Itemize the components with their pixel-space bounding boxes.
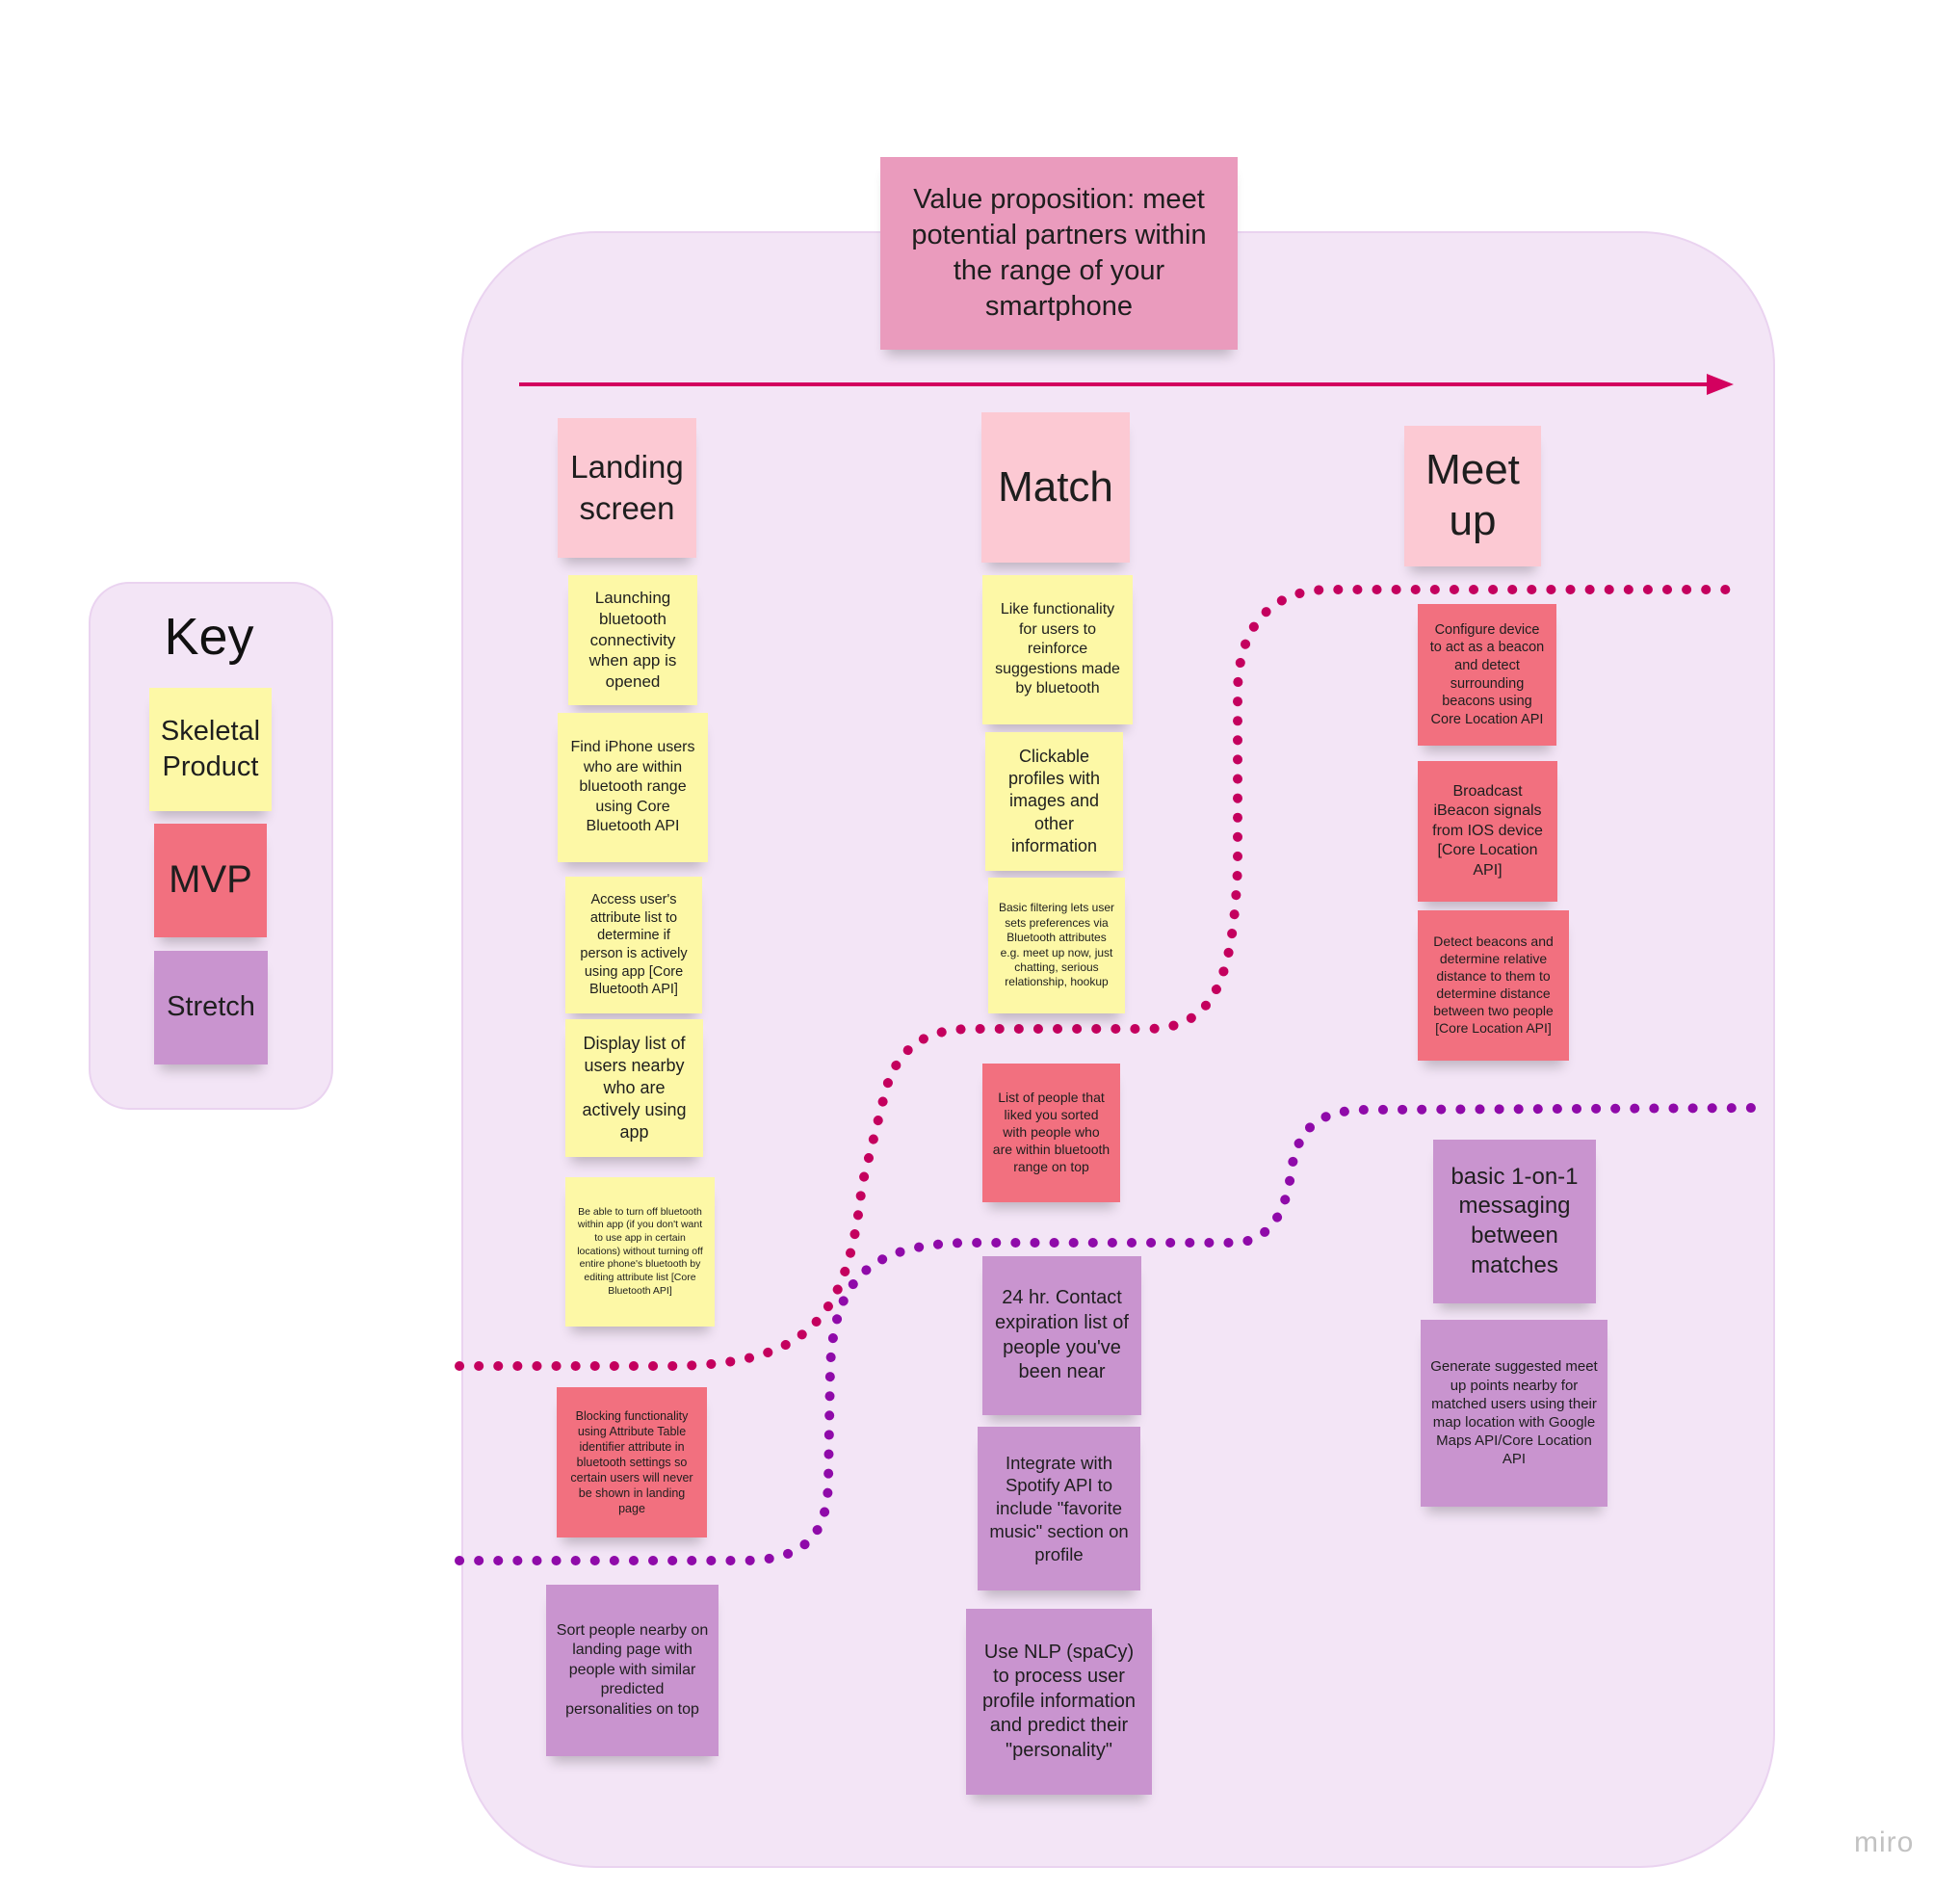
note-like-functionality: Like functionality for users to reinforc… [982, 575, 1133, 724]
note-clickable-profiles: Clickable profiles with images and other… [985, 732, 1123, 871]
header-match: Match [981, 412, 1130, 563]
note-configure-beacon: Configure device to act as a beacon and … [1418, 604, 1556, 746]
note-contact-expiration-list: 24 hr. Contact expiration list of people… [982, 1256, 1141, 1415]
arrow-head-icon [1707, 374, 1734, 395]
key-title: Key [164, 608, 254, 666]
note-meetup-points: Generate suggested meet up points nearby… [1421, 1320, 1607, 1507]
note-nlp-personality: Use NLP (spaCy) to process user profile … [966, 1609, 1152, 1795]
key-mvp-note: MVP [154, 824, 267, 937]
note-turn-off-bluetooth: Be able to turn off bluetooth within app… [565, 1177, 715, 1327]
note-liked-you-list: List of people that liked you sorted wit… [982, 1064, 1120, 1202]
note-launching-bluetooth: Launching bluetooth connectivity when ap… [568, 575, 697, 705]
key-skeletal-note: Skeletal Product [149, 688, 272, 811]
note-broadcast-ibeacon: Broadcast iBeacon signals from IOS devic… [1418, 761, 1557, 902]
mvp-release-line [455, 585, 1738, 1371]
note-basic-filtering: Basic filtering lets user sets preferenc… [988, 878, 1125, 1013]
note-sort-by-personality: Sort people nearby on landing page with … [546, 1585, 719, 1756]
note-blocking-functionality: Blocking functionality using Attribute T… [557, 1387, 707, 1537]
note-spotify-integration: Integrate with Spotify API to include "f… [978, 1427, 1140, 1590]
note-detect-beacons-distance: Detect beacons and determine relative di… [1418, 910, 1569, 1061]
stretch-release-line [455, 1103, 1767, 1565]
note-basic-messaging: basic 1-on-1 messaging between matches [1433, 1140, 1596, 1303]
header-meet-up: Meet up [1404, 426, 1541, 566]
note-display-nearby-users: Display list of users nearby who are act… [565, 1019, 703, 1157]
note-find-iphone-users: Find iPhone users who are within bluetoo… [558, 713, 708, 862]
key-stretch-note: Stretch [154, 951, 268, 1064]
miro-watermark: miro [1854, 1826, 1915, 1858]
value-proposition-note: Value proposition: meet potential partne… [880, 157, 1238, 350]
header-landing-screen: Landing screen [558, 418, 696, 558]
note-access-attribute-list: Access user's attribute list to determin… [565, 877, 702, 1013]
